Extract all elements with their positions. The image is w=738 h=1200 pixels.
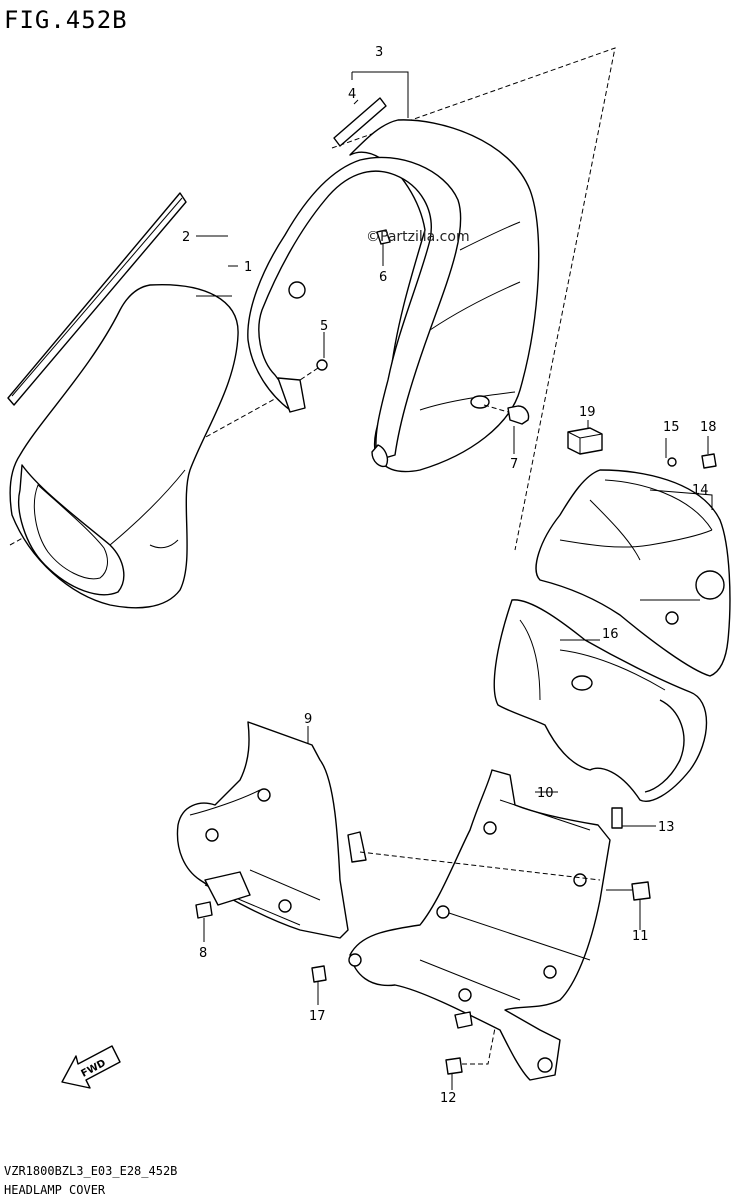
part-16-lower-inner-cover bbox=[493, 599, 708, 802]
callout-1: 1 bbox=[244, 260, 252, 275]
part-18-nut bbox=[701, 453, 717, 469]
svg-text:©: © bbox=[366, 229, 380, 245]
callout-14: 14 bbox=[692, 483, 709, 498]
part-3-upper-cover bbox=[247, 119, 540, 473]
part-12-bolt bbox=[445, 1027, 496, 1075]
callout-17: 17 bbox=[309, 1009, 326, 1024]
callout-3: 3 bbox=[375, 45, 383, 60]
part-17-bushing bbox=[311, 965, 327, 983]
part-13-bolt bbox=[611, 807, 623, 829]
assembly-guide-lines bbox=[9, 47, 616, 551]
figure-code: VZR1800BZL3_E03_E28_452B bbox=[4, 1164, 177, 1178]
part-11-bolt bbox=[606, 881, 651, 901]
part-5-screw bbox=[299, 359, 328, 381]
fwd-arrow-icon: FWD bbox=[61, 1045, 121, 1089]
callout-9: 9 bbox=[304, 712, 312, 727]
part-10-right-bracket bbox=[348, 769, 611, 1081]
part-19-foam-block bbox=[567, 427, 603, 455]
callout-10: 10 bbox=[537, 786, 554, 801]
callouts: 1 2 3 4 5 6 7 8 9 10 11 12 13 14 15 16 1… bbox=[182, 45, 717, 1106]
callout-18: 18 bbox=[700, 420, 717, 435]
part-7-grommet bbox=[483, 404, 530, 425]
part-1-headlamp-cover bbox=[9, 283, 239, 609]
callout-12: 12 bbox=[440, 1091, 457, 1106]
callout-15: 15 bbox=[663, 420, 680, 435]
callout-16: 16 bbox=[602, 627, 619, 642]
callout-13: 13 bbox=[658, 820, 675, 835]
watermark-text: Partzilla.com bbox=[380, 229, 470, 245]
callout-7: 7 bbox=[510, 457, 518, 472]
part-6-clip bbox=[376, 229, 391, 245]
part-4-rubber-strip bbox=[333, 97, 387, 147]
part-9-left-bracket bbox=[176, 721, 367, 939]
callout-8: 8 bbox=[199, 946, 207, 961]
callout-19: 19 bbox=[579, 405, 596, 420]
callout-2: 2 bbox=[182, 230, 190, 245]
figure-caption: HEADLAMP COVER bbox=[4, 1183, 106, 1197]
part-8-bushing bbox=[195, 901, 213, 919]
bracket-link-line bbox=[359, 851, 601, 881]
figure-title: FIG.452B bbox=[4, 6, 128, 34]
leader-lines bbox=[196, 71, 713, 1090]
part-14-inner-cover bbox=[535, 469, 731, 677]
callout-4: 4 bbox=[348, 87, 356, 102]
part-15-screw bbox=[667, 457, 677, 467]
part-2-trim-strip bbox=[7, 192, 187, 406]
callout-5: 5 bbox=[320, 319, 328, 334]
callout-6: 6 bbox=[379, 270, 387, 285]
callout-11: 11 bbox=[632, 929, 649, 944]
watermark: © Partzilla.com bbox=[366, 229, 470, 245]
